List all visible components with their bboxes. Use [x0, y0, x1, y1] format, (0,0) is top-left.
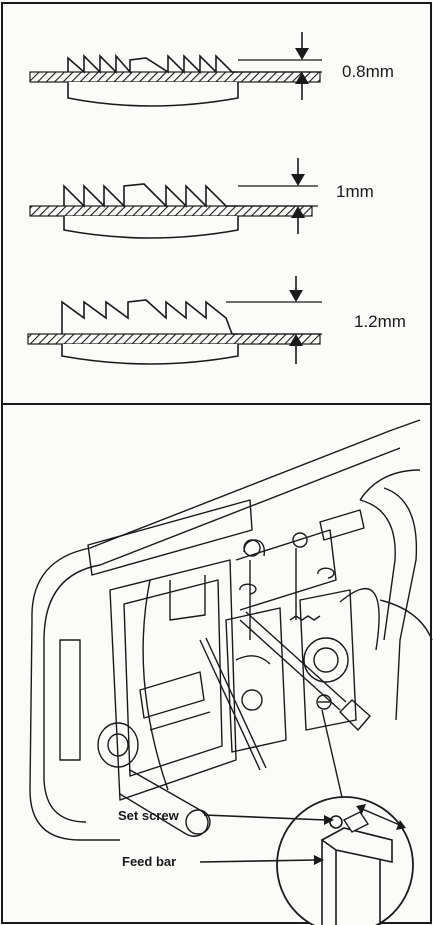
machine-interior-drawing [29, 419, 433, 841]
measurement-label-1mm: 1mm [336, 182, 374, 201]
set-screw-label: Set screw [118, 808, 179, 823]
feed-height-profile-2 [29, 158, 318, 239]
feed-bar-label: Feed bar [122, 854, 177, 869]
rotation-markers [239, 567, 335, 595]
magnified-detail-circle [276, 796, 414, 925]
feed-height-profile-3 [27, 276, 322, 365]
callout-leaders [199, 814, 334, 865]
feed-height-profile-1 [29, 32, 322, 107]
measurement-label-0.8mm: 0.8mm [342, 62, 394, 81]
measurement-label-1.2mm: 1.2mm [354, 312, 406, 331]
